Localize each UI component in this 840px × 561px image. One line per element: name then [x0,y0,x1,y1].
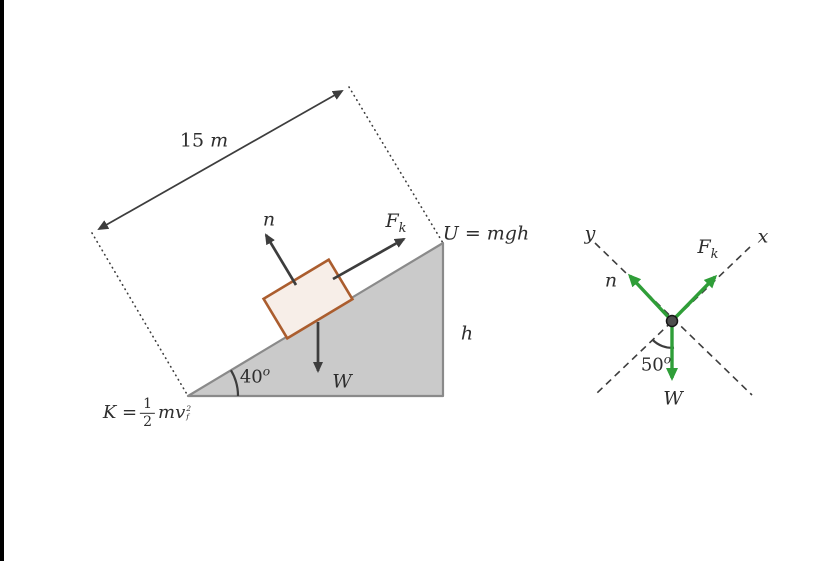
friction-label: Fk [385,212,406,236]
dimension-unit: m [210,129,229,152]
fbd-friction-label: Fk [697,238,718,262]
fbd-normal-label: n [604,269,618,292]
kinetic-body: mv [158,402,186,423]
kinetic-denominator: 2 [143,413,153,430]
incline-angle-arc [229,369,240,397]
kinetic-sub: f [186,412,190,421]
fbd-angle-degree: o [663,352,672,367]
kinetic-numerator: 1 [140,397,156,414]
fbd-friction-label-sub: k [710,246,719,262]
fbd-angle-value: 50 [640,354,664,376]
dimension-label: 15 m [179,129,229,152]
kinetic-sup: 2 [186,404,192,414]
friction-label-sub: k [398,220,407,236]
kinetic-prefix: K = [102,402,138,423]
dimension-line-15m [97,90,344,230]
fbd-axis-x-label: x [757,225,769,248]
friction-label-base: F [385,210,399,233]
normal-label: n [262,208,276,231]
friction-vector [332,237,406,281]
fbd-angle-label: 50o [640,352,672,376]
dimension-extension-left-dotted [91,232,189,397]
fbd-weight-label: W [663,387,683,410]
incline-angle-degree: o [262,364,271,379]
dimension-value: 15 [179,129,205,152]
fbd-axis-y-label: y [584,222,596,245]
normal-vector [264,233,298,286]
fbd-origin-dot [665,314,679,328]
fbd-friction-vector [670,274,718,323]
incline-angle-value: 40 [239,366,263,388]
fbd-friction-label-base: F [697,236,711,259]
incline-angle-label: 40o [239,364,271,388]
fbd-normal-vector [627,273,674,323]
left-edge-strip [0,0,4,561]
weight-label: W [332,370,352,393]
dimension-extension-right-dotted [348,86,444,244]
potential-energy-label: U = mgh [442,222,530,245]
block [261,257,355,341]
height-label: h [460,322,474,345]
